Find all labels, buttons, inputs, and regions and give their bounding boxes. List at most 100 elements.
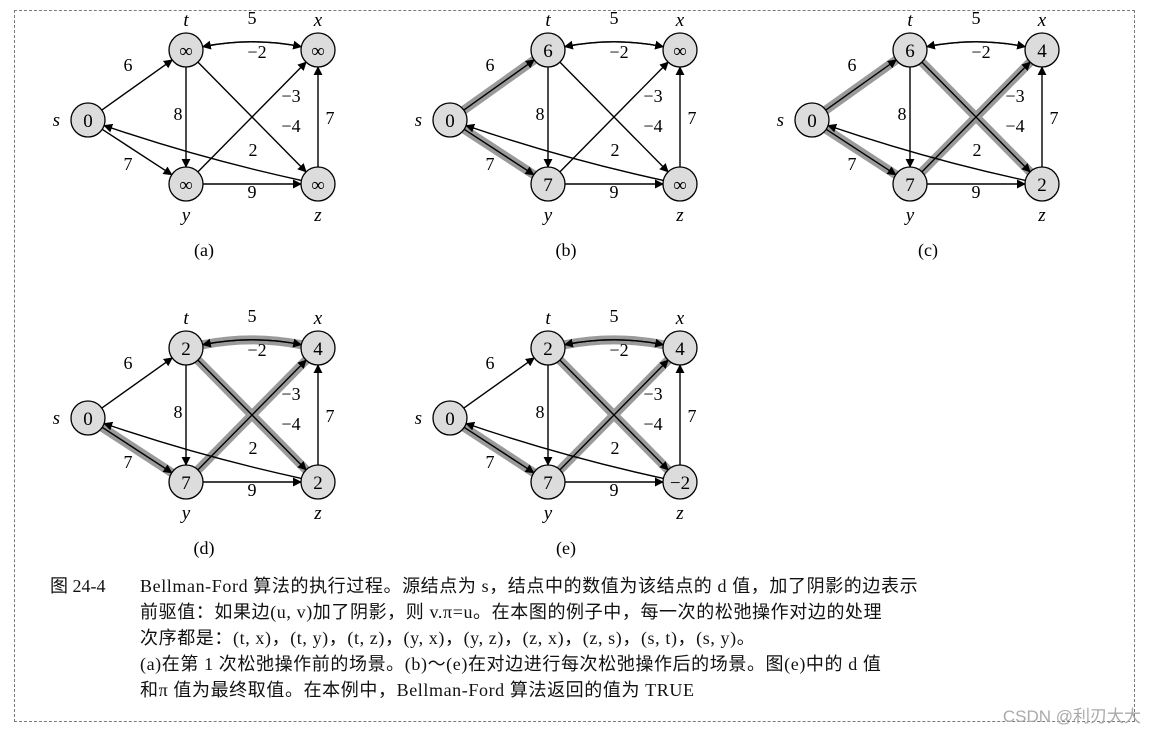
node-value-s: 0 [83,111,93,132]
node-s [432,102,468,138]
node-z [300,464,336,500]
edge-s-y [101,128,173,176]
edge-weight-t-z: −4 [643,116,662,136]
node-value-t: 2 [543,339,553,360]
edge-weight-t-z: −4 [281,116,300,136]
caption-line: 次序都是：(t, x)，(t, y)，(t, z)，(y, x)，(y, z)，… [140,628,756,648]
node-value-t: ∞ [179,41,193,62]
node-t [168,330,204,366]
node-z [1024,166,1060,202]
node-value-z: −2 [670,473,690,494]
edge-weight-s-y: 7 [848,154,857,174]
node-value-x: ∞ [311,41,325,62]
node-value-z: ∞ [673,175,687,196]
edge-weight-z-x: 7 [326,406,335,426]
edge-z-s [103,421,302,480]
edge-weight-z-x: 7 [688,406,697,426]
node-value-y: 7 [543,473,553,494]
edge-s-y [825,128,897,176]
edge-weight-s-t: 6 [486,55,495,75]
edge-weight-y-z: 9 [972,182,981,202]
edge-weight-t-x: 5 [972,8,981,28]
edge-x-t [563,338,664,348]
node-y [530,464,566,500]
edge-weight-z-x: 7 [326,108,335,128]
node-value-s: 0 [807,111,817,132]
node-value-x: 4 [675,339,685,360]
edge-y-x [197,359,307,471]
node-value-y: ∞ [179,175,193,196]
edge-weight-y-x: −3 [281,384,300,404]
node-label-y: y [904,205,915,226]
caption-line: 前驱值：如果边(u, v)加了阴影，则 v.π=u。在本图的例子中，每一次的松弛… [140,602,883,622]
node-label-y: y [180,205,191,226]
node-s [432,400,468,436]
edge-y-x [921,61,1031,173]
edge-weight-x-t: −2 [971,42,990,62]
edge-weight-s-y: 7 [486,154,495,174]
node-x [300,330,336,366]
node-label-s: s [415,408,422,429]
caption-line: (a)在第 1 次松弛操作前的场景。(b)～(e)在对边进行每次松弛操作后的场景… [140,654,882,674]
edge-s-t [463,357,535,409]
edge-weight-t-y: 8 [536,104,545,124]
figure-number: 图 24-4 [50,576,106,596]
node-value-t: 6 [543,41,553,62]
edge-weight-y-z: 9 [610,182,619,202]
edge-weight-s-y: 7 [124,154,133,174]
node-label-x: x [1037,10,1047,31]
node-s [794,102,830,138]
edge-weight-s-t: 6 [486,353,495,373]
node-label-s: s [777,110,784,131]
node-s [70,102,106,138]
node-label-z: z [313,205,322,226]
edge-x-t [201,40,302,50]
node-t [530,32,566,68]
node-label-t: t [183,308,189,329]
node-label-t: t [907,10,913,31]
bellman-ford-diagram: 675−28−4−39720s∞t∞x∞y∞z(a)675−28−4−39720… [53,8,1060,559]
node-label-t: t [545,308,551,329]
edge-weight-y-z: 9 [248,182,257,202]
panel-caption: (e) [556,538,576,559]
node-value-z: 2 [313,473,323,494]
edge-weight-s-t: 6 [124,55,133,75]
node-label-s: s [53,110,60,131]
node-value-y: 7 [905,175,915,196]
caption-line: Bellman-Ford 算法的执行过程。源结点为 s，结点中的数值为该结点的 … [140,576,919,596]
node-value-x: 4 [313,339,323,360]
node-value-z: 2 [1037,175,1047,196]
edge-weight-x-t: −2 [247,42,266,62]
edge-z-s [103,123,302,182]
edge-weight-z-s: 2 [611,438,620,458]
node-y [892,166,928,202]
node-x [662,330,698,366]
node-label-x: x [675,10,685,31]
edge-y-x [559,359,669,471]
node-label-x: x [313,10,323,31]
edge-weight-z-x: 7 [1050,108,1059,128]
node-value-z: ∞ [311,175,325,196]
node-label-z: z [1037,205,1046,226]
figure-caption: 图 24-4 Bellman-Ford 算法的执行过程。源结点为 s，结点中的数… [50,573,1060,703]
panel-caption: (a) [194,240,214,261]
edge-weight-t-x: 5 [610,306,619,326]
node-x [300,32,336,68]
edge-z-s [465,123,664,182]
node-value-y: 7 [543,175,553,196]
edge-x-t [563,40,664,50]
node-value-s: 0 [83,409,93,430]
node-y [530,166,566,202]
node-label-z: z [313,503,322,524]
edge-x-t [201,338,302,348]
edge-weight-t-z: −4 [643,414,662,434]
node-label-y: y [180,503,191,524]
edge-weight-t-z: −4 [1005,116,1024,136]
node-x [662,32,698,68]
node-value-t: 6 [905,41,915,62]
edge-weight-y-z: 9 [610,480,619,500]
node-value-x: 4 [1037,41,1047,62]
node-z [662,464,698,500]
